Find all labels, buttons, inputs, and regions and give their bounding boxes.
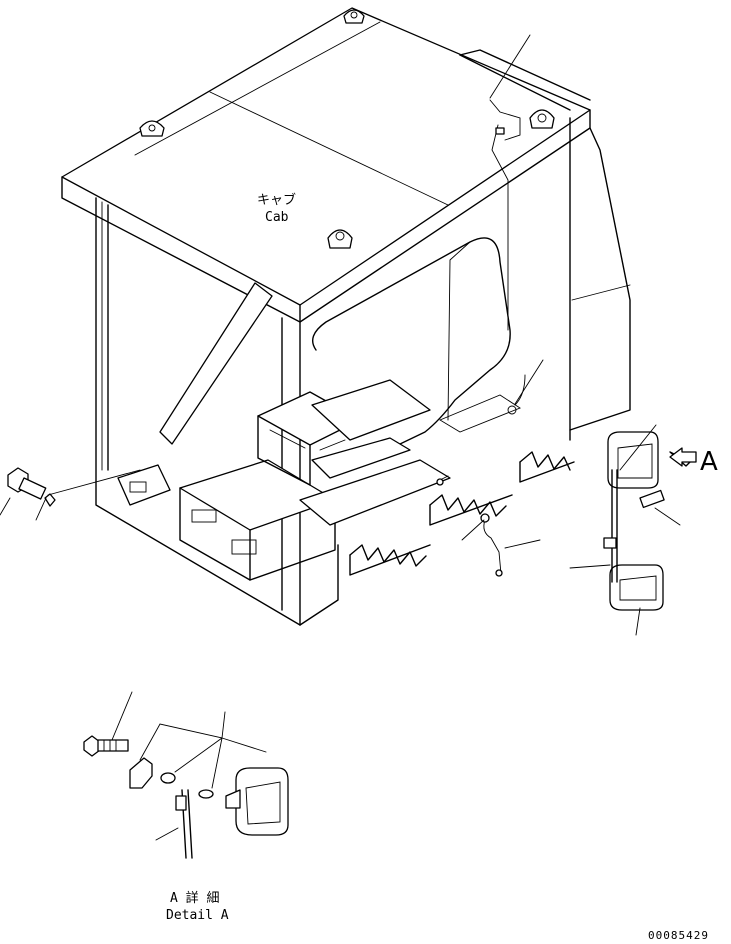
cab-label-en: Cab: [265, 210, 289, 225]
cab-label-jp: キャブ: [257, 192, 296, 208]
lifting-eye: [529, 109, 555, 129]
mirror-assembly: [603, 431, 697, 611]
floor-console: [117, 379, 521, 581]
drawing-number: 00085429: [648, 929, 709, 942]
cable-harness: [436, 99, 526, 577]
detail-a-title-jp: A 詳 細: [170, 890, 219, 906]
cab-roof: [61, 7, 591, 323]
view-a-label: A: [700, 447, 718, 477]
cab-body: [95, 49, 631, 626]
lifting-eye: [139, 120, 165, 137]
detail-a-title-en: Detail A: [166, 908, 229, 923]
callout-leaders: [0, 34, 681, 636]
lifting-eye: [343, 9, 365, 24]
mirror-bolt: [7, 467, 141, 507]
step-treads: [349, 451, 575, 576]
lifting-eye: [327, 229, 353, 249]
detail-a-view: [83, 691, 289, 859]
